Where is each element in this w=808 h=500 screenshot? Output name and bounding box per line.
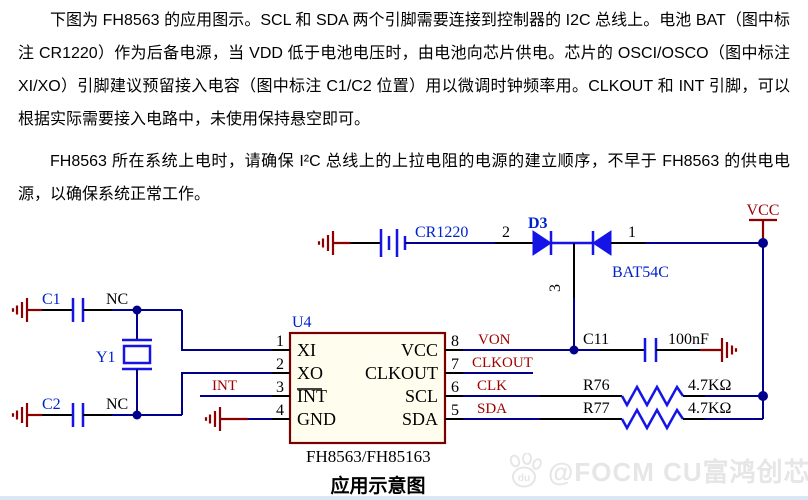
bottom-strip bbox=[0, 496, 808, 500]
application-circuit-schematic: CR1220 2 D3 1 BAT54C 3 VCC U4 FH8563/FH8… bbox=[11, 202, 780, 466]
c1-nc-label: NC bbox=[106, 291, 128, 308]
von-net-label: VON bbox=[478, 332, 511, 348]
watermark: du @FOCM CU富鸿创芯 bbox=[505, 452, 808, 489]
wire-to-xo bbox=[181, 372, 272, 415]
resistor-icon bbox=[620, 407, 685, 431]
pin-name-int: INT bbox=[297, 386, 327, 406]
int-net-label: INT bbox=[212, 378, 237, 394]
pin-number: 5 bbox=[451, 402, 459, 419]
diode-pin1-number: 1 bbox=[628, 224, 636, 241]
clkout-row: CLKOUT bbox=[463, 355, 533, 374]
clk-row: CLK R76 4.7KΩ bbox=[463, 377, 763, 408]
pin-number: 8 bbox=[451, 333, 459, 350]
vcc-rail: VCC bbox=[747, 202, 780, 419]
paragraph-1: 下图为 FH8563 的应用图示。SCL 和 SDA 两个引脚需要连接到控制器的… bbox=[18, 12, 790, 128]
diode-pin2-number: 2 bbox=[502, 224, 510, 241]
crystal-network: C1 NC Y1 C2 NC bbox=[11, 291, 272, 429]
diode-designator: D3 bbox=[528, 215, 548, 232]
junction-dots bbox=[132, 238, 768, 420]
c11-value: 100nF bbox=[668, 331, 709, 348]
sda-row: SDA R77 4.7KΩ bbox=[463, 400, 763, 431]
figure-caption: 应用示意图 bbox=[330, 476, 426, 497]
ic-part-number: FH8563/FH85163 bbox=[306, 447, 431, 466]
pin-number: 3 bbox=[276, 379, 284, 396]
pin-number: 7 bbox=[451, 356, 459, 373]
von-row: VON C11 100nF bbox=[463, 331, 738, 364]
ground-icon bbox=[720, 336, 738, 364]
ground-icon bbox=[11, 401, 29, 429]
vcc-power-label: VCC bbox=[747, 202, 780, 219]
int-gnd-branch: INT bbox=[200, 378, 272, 433]
diode-part-label: BAT54C bbox=[612, 264, 669, 281]
ground-icon bbox=[204, 405, 222, 433]
c11-designator: C11 bbox=[583, 331, 609, 348]
ic-designator: U4 bbox=[292, 314, 312, 331]
battery-icon bbox=[379, 229, 407, 257]
c2-nc-label: NC bbox=[106, 396, 128, 413]
r77-designator: R77 bbox=[583, 400, 610, 417]
dual-diode-icon bbox=[532, 230, 612, 256]
capacitor-icon bbox=[71, 403, 85, 427]
r77-value: 4.7KΩ bbox=[688, 400, 732, 417]
pin-name-xi: XI bbox=[297, 340, 316, 360]
crystal-icon bbox=[122, 338, 152, 371]
pin-name-gnd: GND bbox=[297, 409, 336, 429]
pin-number: 4 bbox=[276, 402, 284, 419]
pin-name-sda: SDA bbox=[402, 409, 438, 429]
sda-net-label: SDA bbox=[477, 401, 507, 417]
ground-icon bbox=[317, 229, 335, 257]
pin-number: 6 bbox=[451, 379, 459, 396]
paragraph-2: FH8563 所在系统上电时，请确保 I²C 总线上的上拉电阻的电源的建立顺序，… bbox=[18, 153, 790, 203]
capacitor-icon bbox=[643, 338, 658, 362]
battery-designator: CR1220 bbox=[415, 224, 468, 241]
application-note-text: 下图为 FH8563 的应用图示。SCL 和 SDA 两个引脚需要连接到控制器的… bbox=[18, 4, 790, 211]
clkout-net-label: CLKOUT bbox=[472, 355, 533, 371]
r76-value: 4.7KΩ bbox=[688, 377, 732, 394]
wire-to-xi bbox=[181, 310, 272, 351]
paw-logo-icon: du bbox=[509, 452, 542, 487]
clk-net-label: CLK bbox=[477, 378, 507, 394]
resistor-icon bbox=[620, 384, 685, 408]
ic-body bbox=[288, 331, 447, 445]
c1-designator: C1 bbox=[42, 291, 61, 308]
c2-designator: C2 bbox=[42, 396, 61, 413]
watermark-text: @FOCM CU富鸿创芯 bbox=[548, 457, 808, 487]
pin-name-scl: SCL bbox=[405, 386, 438, 406]
pin-number: 1 bbox=[276, 333, 284, 350]
pin-name-xo: XO bbox=[297, 363, 323, 383]
ic-u4: U4 FH8563/FH85163 1 2 3 4 8 7 6 5 XI XO … bbox=[272, 314, 463, 466]
ground-icon bbox=[11, 296, 29, 324]
diode-pin3-number: 3 bbox=[547, 284, 564, 292]
pin-number: 2 bbox=[276, 356, 284, 373]
capacitor-icon bbox=[71, 298, 85, 322]
paw-logo-text: du bbox=[518, 473, 530, 484]
r76-designator: R76 bbox=[583, 377, 610, 394]
y1-designator: Y1 bbox=[96, 349, 116, 366]
pin-name-clkout: CLKOUT bbox=[365, 363, 438, 383]
battery-branch: CR1220 2 D3 1 BAT54C 3 bbox=[317, 215, 763, 350]
pin-name-vcc: VCC bbox=[401, 340, 438, 360]
